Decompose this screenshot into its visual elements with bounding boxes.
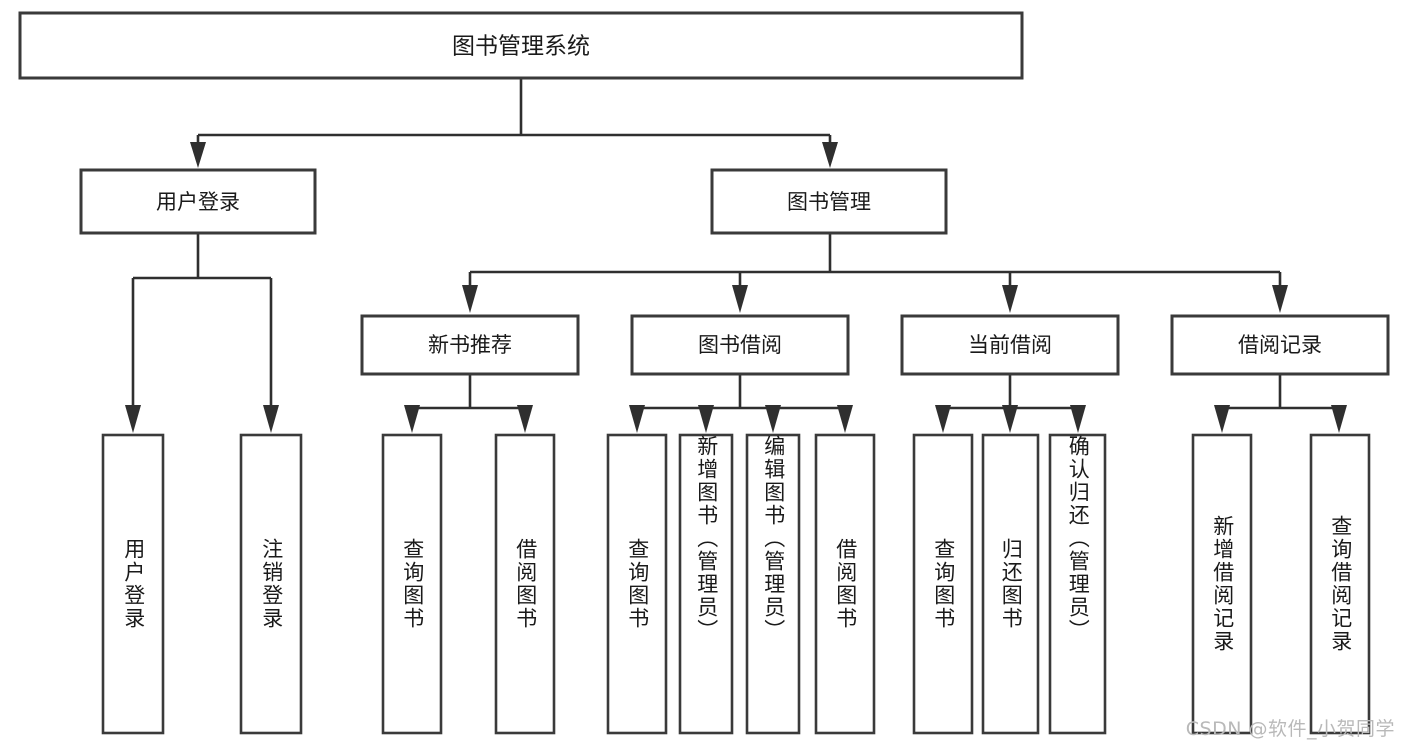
leaf-box-return-book[interactable] bbox=[981, 433, 1040, 735]
connector-group-borrow-record-to-leaves bbox=[1214, 375, 1347, 433]
node-book-borrow-box[interactable] bbox=[630, 314, 850, 376]
arrow-head-leaf-logout bbox=[263, 405, 279, 433]
leaf-box-add-record[interactable] bbox=[1191, 433, 1253, 735]
node-current-borrow-label: 当前借阅 bbox=[968, 333, 1052, 357]
node-book-manage-label: 图书管理 bbox=[787, 190, 871, 214]
node-new-book-recommend-box[interactable] bbox=[360, 314, 580, 376]
leaf-box-confirm-return[interactable] bbox=[1048, 433, 1107, 735]
arrow-head-to-new-book bbox=[462, 285, 478, 313]
connector-group-book-borrow-to-leaves bbox=[629, 375, 853, 433]
node-book-manage-box[interactable] bbox=[710, 168, 948, 235]
leaf-box-edit-book[interactable] bbox=[745, 433, 801, 735]
node-user-login-box[interactable] bbox=[79, 168, 317, 235]
leaf-box-add-book[interactable] bbox=[678, 433, 734, 735]
arrow-head-leaf-borrow-book-b bbox=[837, 405, 853, 433]
arrow-head-leaf-query-book-a bbox=[404, 405, 420, 433]
arrow-head-leaf-edit-book bbox=[765, 405, 781, 433]
arrow-head-leaf-query-record bbox=[1331, 405, 1347, 433]
leaf-box-query-record[interactable] bbox=[1309, 433, 1371, 735]
node-root-box[interactable] bbox=[18, 11, 1024, 80]
arrow-head-to-book-borrow bbox=[732, 285, 748, 313]
arrow-head-to-current-borrow bbox=[1002, 285, 1018, 313]
node-new-book-recommend-label: 新书推荐 bbox=[428, 333, 512, 357]
connector-group-user-login-to-leaves bbox=[125, 233, 279, 433]
node-root-label: 图书管理系统 bbox=[452, 34, 590, 60]
arrow-head-leaf-confirm-return bbox=[1070, 405, 1086, 433]
node-user-login-label: 用户登录 bbox=[156, 190, 240, 214]
arrow-head-leaf-add-book bbox=[698, 405, 714, 433]
connector-group-new-book-to-leaves bbox=[404, 375, 533, 433]
node-borrow-record-box[interactable] bbox=[1170, 314, 1390, 376]
arrow-head-leaf-query-book-b bbox=[629, 405, 645, 433]
connector-group-root-to-level2 bbox=[190, 78, 838, 168]
arrow-head-leaf-add-record bbox=[1214, 405, 1230, 433]
arrow-head-leaf-user-login bbox=[125, 405, 141, 433]
leaf-box-query-book-b[interactable] bbox=[606, 433, 668, 735]
node-borrow-record-label: 借阅记录 bbox=[1238, 333, 1322, 357]
arrow-head-leaf-return-book bbox=[1002, 405, 1018, 433]
leaf-box-borrow-book-a[interactable] bbox=[494, 433, 556, 735]
node-current-borrow-box[interactable] bbox=[900, 314, 1120, 376]
leaf-box-borrow-book-b[interactable] bbox=[814, 433, 876, 735]
arrow-head-to-borrow-record bbox=[1272, 285, 1288, 313]
connector-group-book-manage-to-level3 bbox=[462, 233, 1288, 313]
arrow-head-leaf-borrow-book-a bbox=[517, 405, 533, 433]
arrow-head-to-user-login bbox=[190, 142, 206, 168]
node-book-borrow-label: 图书借阅 bbox=[698, 333, 782, 357]
watermark-text: CSDN @软件_小贺同学 bbox=[1185, 718, 1395, 740]
leaf-box-query-book-c[interactable] bbox=[912, 433, 974, 735]
arrow-head-to-book-manage bbox=[822, 142, 838, 168]
leaf-box-query-book-a[interactable] bbox=[381, 433, 443, 735]
leaf-box-logout[interactable] bbox=[239, 433, 303, 735]
arrow-head-leaf-query-book-c bbox=[935, 405, 951, 433]
connector-group-current-borrow-to-leaves bbox=[935, 375, 1086, 433]
leaf-box-user-login[interactable] bbox=[101, 433, 165, 735]
